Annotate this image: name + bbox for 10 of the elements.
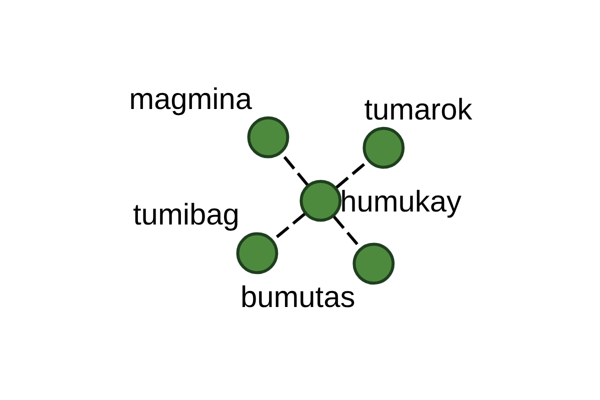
node-label: magmina [128,82,252,116]
node-circle [246,116,289,158]
node-label: tumibag [132,198,239,232]
node-circle [362,126,404,168]
node-circle [236,232,278,274]
node-label: tumarok [364,92,472,126]
node-label: humukay [340,184,461,218]
node-label: bumutas [240,280,355,314]
node-circle [299,179,342,222]
node-circle [352,242,394,284]
